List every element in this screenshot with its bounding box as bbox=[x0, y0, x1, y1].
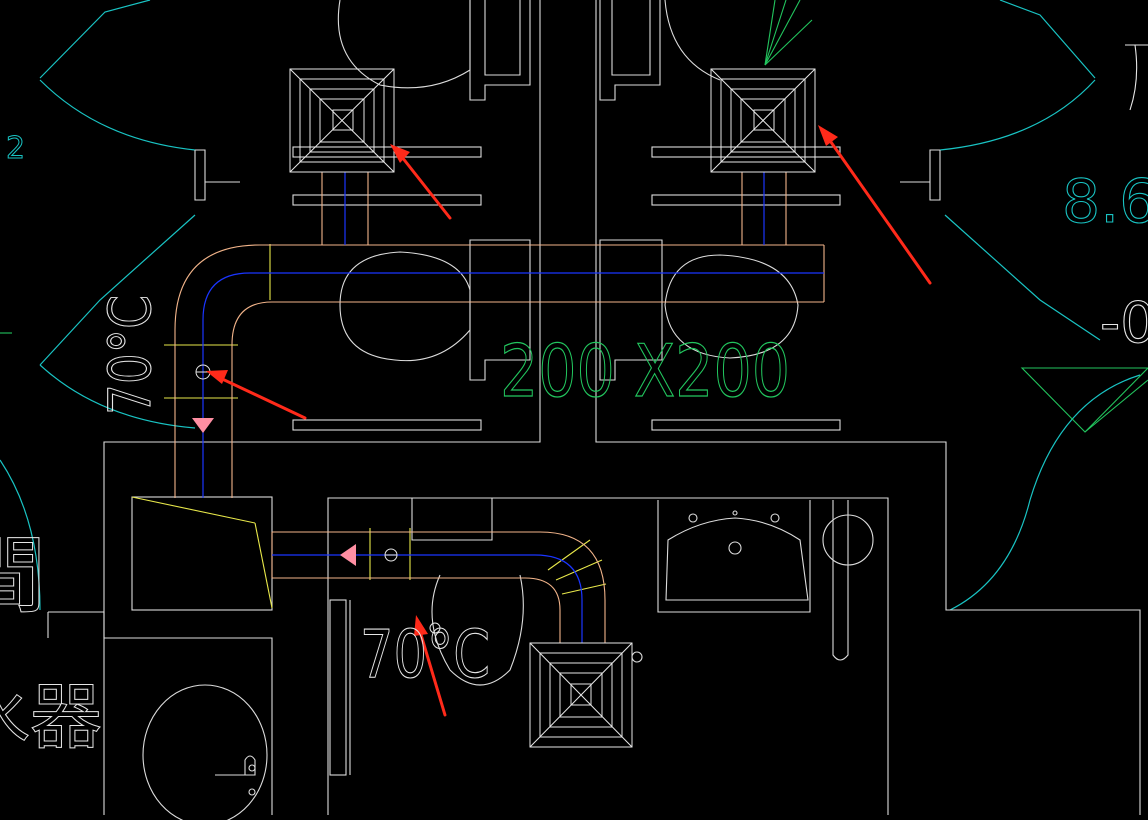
red-annotation-arrows bbox=[206, 125, 932, 717]
duct-size-label: 200 X200 bbox=[500, 329, 790, 413]
green-lines bbox=[0, 0, 1148, 433]
temp-label-left: 70°C bbox=[96, 295, 164, 415]
diffuser-top-left bbox=[289, 68, 395, 173]
partial-glyph-top-right bbox=[1125, 44, 1148, 111]
dimension-label-cyan: 8.69 bbox=[1062, 167, 1148, 237]
yellow-lines bbox=[131, 244, 607, 609]
diffuser-bottom bbox=[529, 642, 633, 748]
cyan-arcs bbox=[0, 0, 1141, 611]
tag-label-cyan: 2 bbox=[6, 131, 25, 166]
centerlines bbox=[202, 172, 824, 643]
equipment-label-water-heater: 水器 bbox=[0, 675, 102, 759]
diffuser-top-right bbox=[710, 68, 816, 173]
flow-arrow-left bbox=[340, 544, 356, 566]
dimension-label-cyan-2: -0 bbox=[1100, 291, 1148, 356]
ducts bbox=[174, 172, 825, 643]
temp-label-bottom: 70°C bbox=[360, 616, 490, 693]
room-label-partial: 間 bbox=[0, 527, 46, 625]
flow-arrow-down bbox=[192, 418, 214, 433]
walls bbox=[47, 0, 1141, 820]
